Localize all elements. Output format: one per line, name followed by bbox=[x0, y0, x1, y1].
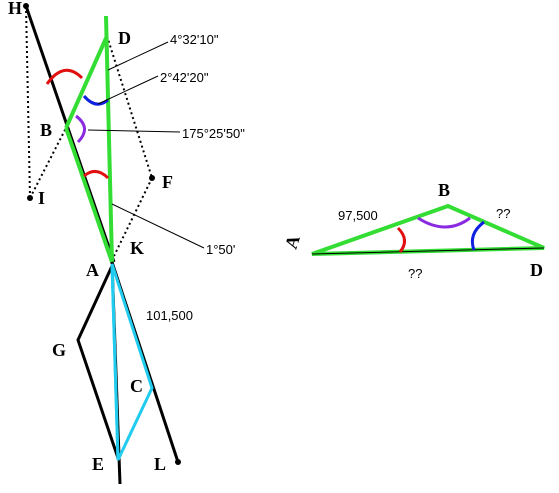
leader-d-second bbox=[97, 75, 159, 105]
purple-arc-b bbox=[75, 114, 86, 144]
leader-d-top bbox=[107, 41, 169, 71]
point-label-k: K bbox=[130, 238, 144, 258]
line-a-g-e bbox=[76, 265, 120, 459]
triangle-label-a: A bbox=[281, 233, 304, 252]
dotted-line-i-b bbox=[29, 127, 67, 199]
annotation-distance-ac: 101,500 bbox=[146, 308, 193, 323]
annotation-angle-k: 1°50' bbox=[206, 242, 235, 257]
annotation-angle-b: 175°25'50" bbox=[182, 126, 245, 141]
cyan-line-a-e bbox=[110, 263, 120, 461]
triangle-label-b: B bbox=[438, 180, 450, 200]
leader-b bbox=[87, 129, 181, 133]
point-l-marker bbox=[175, 459, 181, 465]
point-label-b: B bbox=[40, 120, 52, 140]
point-label-h: H bbox=[8, 0, 22, 18]
point-h-marker bbox=[23, 3, 29, 9]
triangle-red-arc-a bbox=[396, 226, 406, 253]
main-figure: H D B I F K A G C E L 4°32'10" 2°42'20" … bbox=[8, 0, 245, 485]
point-label-c: C bbox=[130, 376, 143, 396]
point-label-i: I bbox=[38, 188, 45, 208]
triangle-side-bd: ?? bbox=[496, 206, 510, 221]
triangle-side-ab: 97,500 bbox=[338, 208, 378, 223]
red-arc-lower bbox=[83, 170, 110, 180]
point-i-marker bbox=[27, 195, 33, 201]
point-label-f: F bbox=[162, 172, 173, 192]
triangle-blue-arc-d bbox=[470, 220, 485, 251]
point-label-g: G bbox=[52, 340, 66, 360]
point-label-l: L bbox=[154, 454, 166, 474]
green-line-a-b bbox=[64, 127, 114, 263]
triangle-base-thin bbox=[311, 247, 545, 255]
leader-k bbox=[111, 203, 205, 249]
dotted-line-h-i bbox=[25, 5, 31, 199]
triangle-figure: A B D 97,500 ?? ?? bbox=[281, 180, 545, 281]
blue-arc-top bbox=[82, 94, 109, 106]
annotation-angle-d-top: 4°32'10" bbox=[170, 32, 219, 47]
point-label-a: A bbox=[86, 260, 99, 280]
red-arc-top bbox=[45, 68, 84, 85]
triangle-purple-arc-b bbox=[417, 216, 471, 229]
dotted-line-d-f bbox=[106, 35, 153, 179]
annotation-angle-d-second: 2°42'20" bbox=[160, 70, 209, 85]
point-label-d: D bbox=[118, 28, 131, 48]
triangle-side-ad: ?? bbox=[408, 266, 422, 281]
green-line-b-d bbox=[64, 35, 109, 129]
triangle-label-d: D bbox=[530, 260, 543, 280]
green-line-a-d bbox=[104, 15, 114, 263]
point-label-e: E bbox=[92, 454, 104, 474]
point-f-marker bbox=[149, 175, 155, 181]
